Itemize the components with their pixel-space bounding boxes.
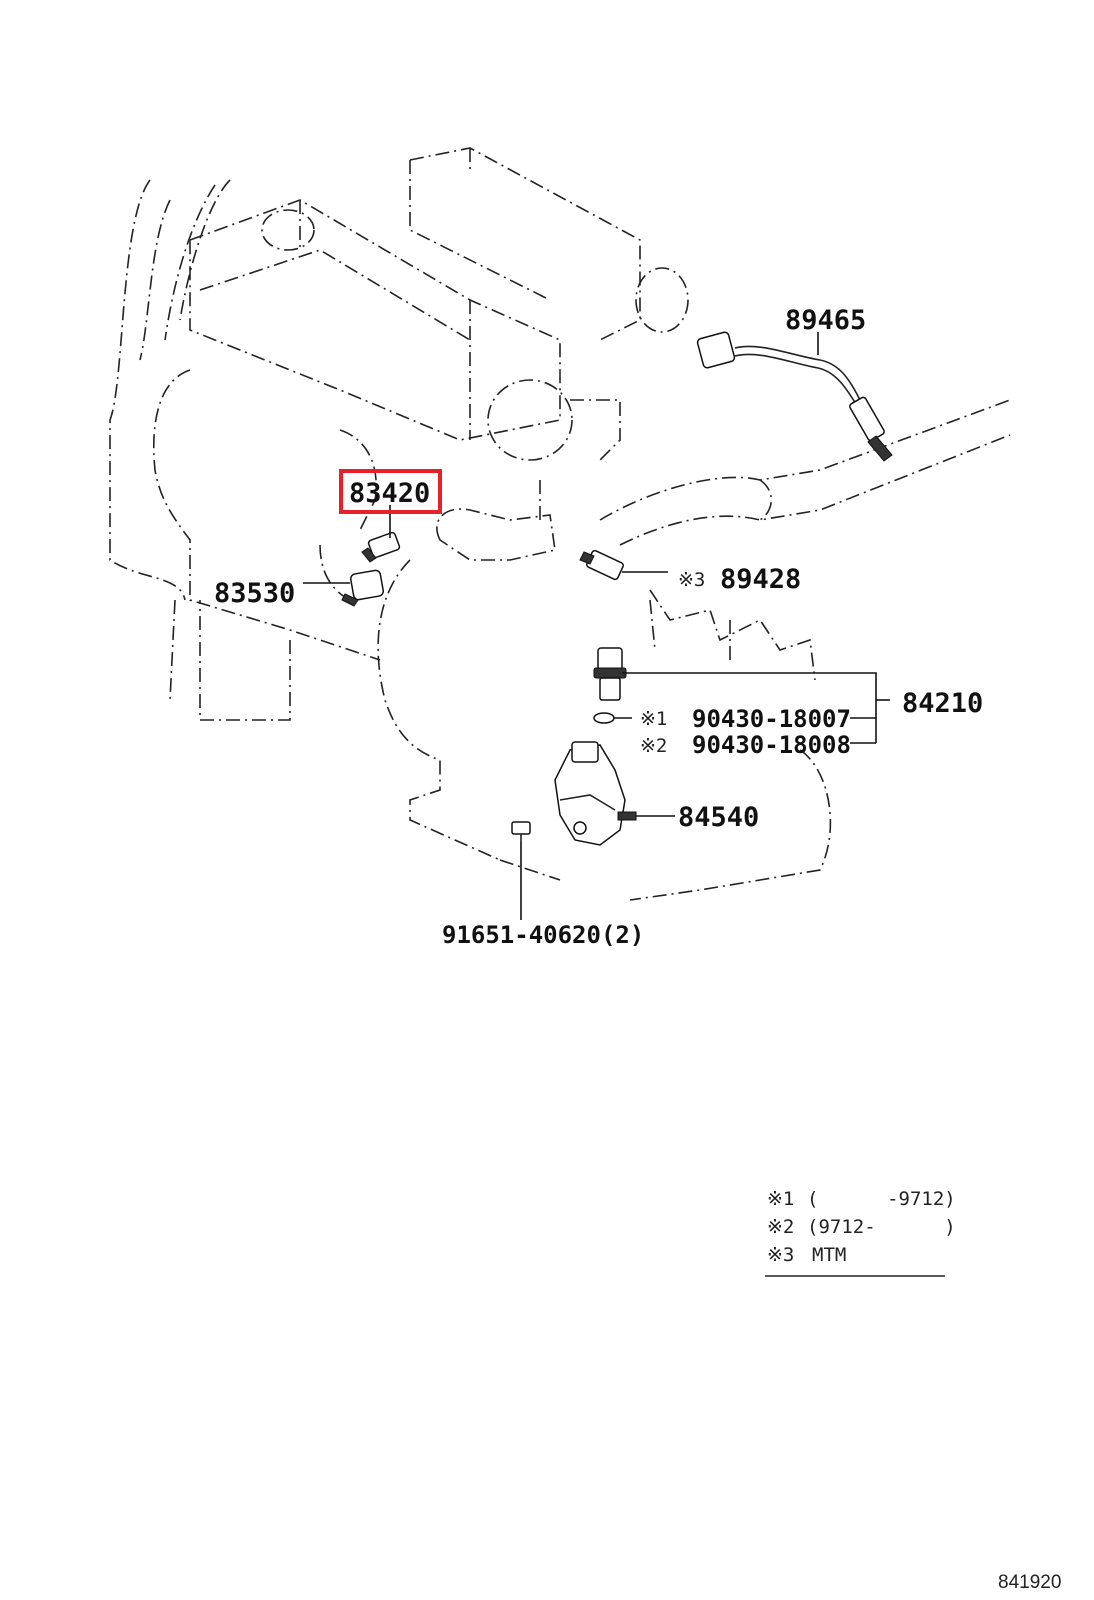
legend-mark-1: ※1 bbox=[767, 1188, 794, 1210]
part-label-89465[interactable]: 89465 bbox=[785, 305, 866, 336]
part-label-91651-40620[interactable]: 91651-40620(2) bbox=[442, 921, 644, 949]
part-label-83420[interactable]: 83420 bbox=[349, 478, 430, 509]
part-label-89428[interactable]: 89428 bbox=[720, 564, 801, 595]
mark-90430-18007: ※1 bbox=[640, 708, 667, 730]
legend-text-1: ( -9712) bbox=[807, 1188, 956, 1210]
sensor-89428 bbox=[579, 549, 624, 581]
legend-text-3: MTM bbox=[812, 1244, 846, 1266]
oil-pressure-switch-83420 bbox=[361, 531, 401, 563]
legend: ※1 ( -9712) ※2 (9712- ) ※3 MTM bbox=[765, 1188, 956, 1277]
part-label-84540[interactable]: 84540 bbox=[678, 802, 759, 833]
leader-84210 bbox=[622, 672, 877, 719]
legend-mark-3: ※3 bbox=[767, 1244, 794, 1266]
oxygen-sensor-89465 bbox=[696, 331, 893, 462]
part-label-83530[interactable]: 83530 bbox=[214, 578, 295, 609]
legend-text-2: (9712- ) bbox=[807, 1216, 956, 1238]
backup-switch-84210 bbox=[593, 647, 627, 724]
mark-90430-18008: ※2 bbox=[640, 735, 667, 757]
part-label-90430-18007[interactable]: 90430-18007 bbox=[692, 705, 851, 733]
part-label-90430-18008[interactable]: 90430-18008 bbox=[692, 731, 851, 759]
legend-mark-2: ※2 bbox=[767, 1216, 794, 1238]
mark-89428: ※3 bbox=[678, 569, 705, 591]
part-label-84210[interactable]: 84210 bbox=[902, 688, 983, 719]
highlight-box bbox=[339, 469, 442, 514]
temperature-sender-83530 bbox=[341, 569, 384, 607]
diagram-reference-number: 841920 bbox=[998, 1572, 1061, 1593]
neutral-switch-84540 bbox=[511, 741, 637, 846]
